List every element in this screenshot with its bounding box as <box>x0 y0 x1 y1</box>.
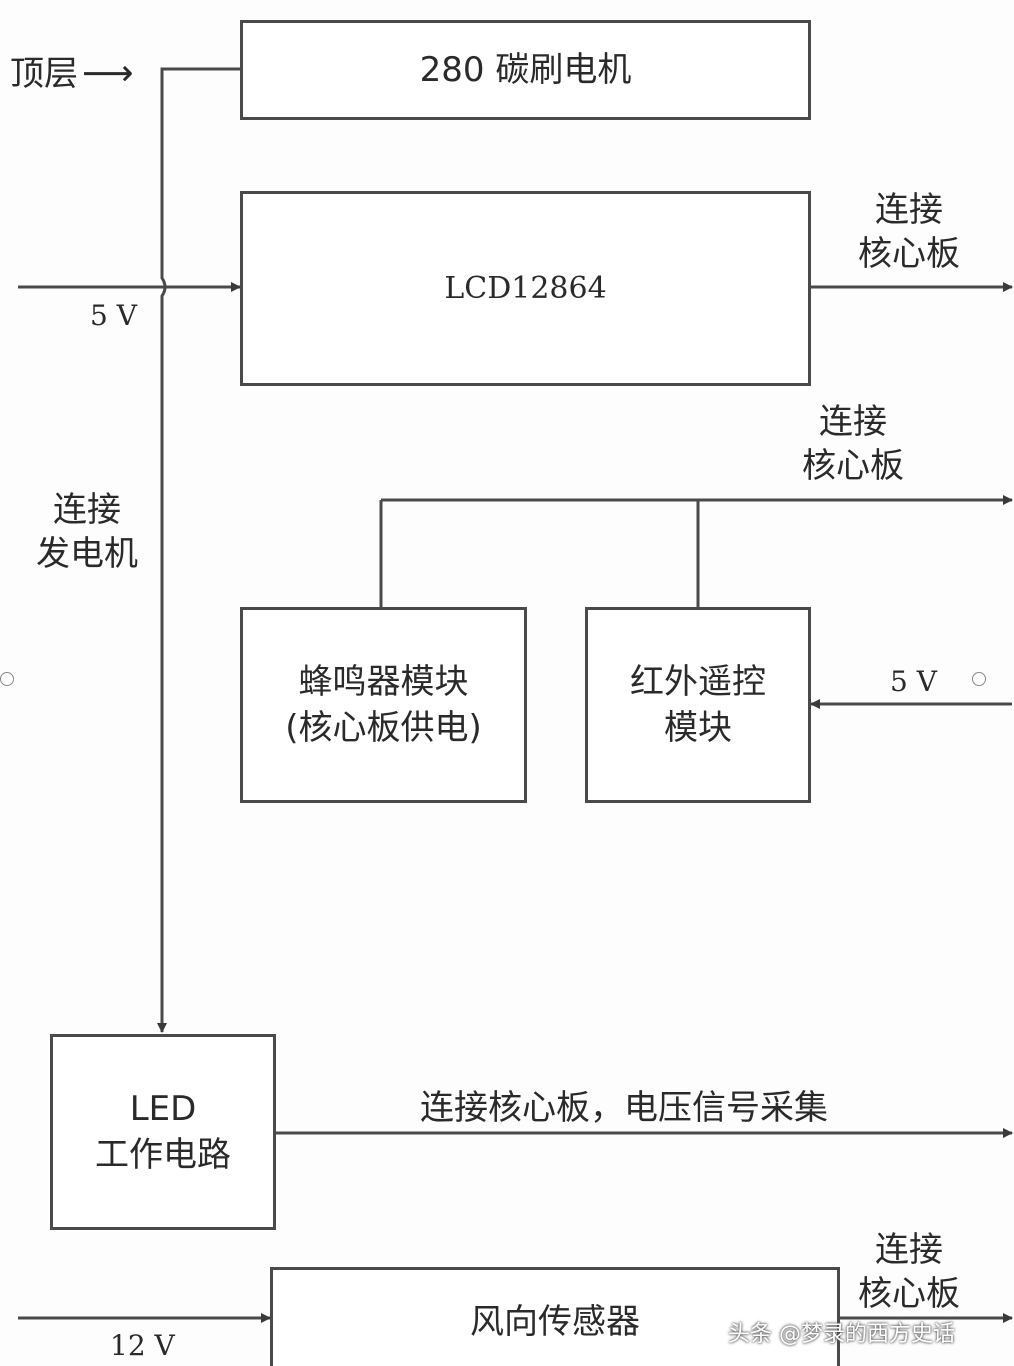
wind-sensor-block: 风向传感器 <box>270 1267 840 1366</box>
label-5v-right: 5 V <box>890 665 937 698</box>
watermark: 头条 @梦录的西方史话 <box>728 1322 955 1347</box>
lcd-block: LCD12864 <box>240 191 811 386</box>
motor-block: 280 碳刷电机 <box>240 20 811 120</box>
lcd-label: LCD12864 <box>444 270 607 306</box>
wind-sensor-label: 风向传感器 <box>470 1302 640 1342</box>
generator-line <box>157 67 240 1033</box>
buzzer-block: 蜂鸣器模块 (核心板供电) <box>240 607 527 803</box>
motor-label: 280 碳刷电机 <box>419 50 632 90</box>
led-block: LED 工作电路 <box>50 1034 276 1230</box>
led-label: LED 工作电路 <box>95 1089 231 1175</box>
top-layer-label: 顶层⟶ <box>10 53 134 94</box>
label-5v-left: 5 V <box>90 299 137 332</box>
label-12v: 12 V <box>110 1329 175 1362</box>
ir-remote-label: 红外遥控 模块 <box>630 662 766 748</box>
label-lcd-connect-core: 连接 核心板 <box>858 190 960 274</box>
label-bus-connect-core: 连接 核心板 <box>802 402 904 486</box>
label-connect-generator: 连接 发电机 <box>36 490 138 574</box>
resize-handle-right[interactable] <box>972 672 986 686</box>
label-led-connect: 连接核心板，电压信号采集 <box>420 1088 828 1128</box>
resize-handle-left[interactable] <box>0 672 14 686</box>
label-wind-connect-core: 连接 核心板 <box>858 1230 960 1314</box>
ir-remote-block: 红外遥控 模块 <box>585 607 811 803</box>
buzzer-label: 蜂鸣器模块 (核心板供电) <box>285 662 482 748</box>
